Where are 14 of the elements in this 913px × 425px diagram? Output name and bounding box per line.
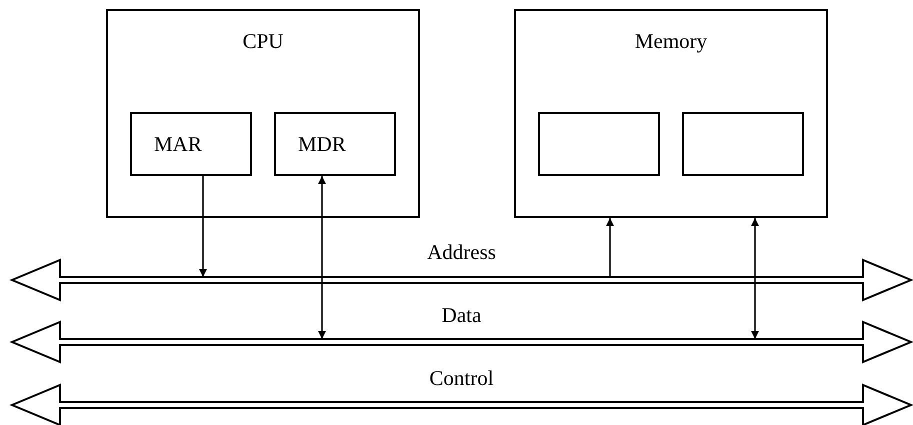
- register-box: [274, 112, 396, 176]
- unit-label: Memory: [634, 29, 708, 53]
- register-box: [538, 112, 660, 176]
- register-box: [682, 112, 804, 176]
- unit-label: CPU: [242, 29, 284, 53]
- register-box: [130, 112, 252, 176]
- unit-label: MDR: [298, 132, 346, 156]
- unit-box: [514, 9, 828, 218]
- arrow: [751, 218, 759, 339]
- arrow: [606, 218, 614, 277]
- arrow: [318, 176, 326, 339]
- unit-box: [106, 9, 420, 218]
- unit-label: MAR: [154, 132, 202, 156]
- arrow: [199, 176, 207, 277]
